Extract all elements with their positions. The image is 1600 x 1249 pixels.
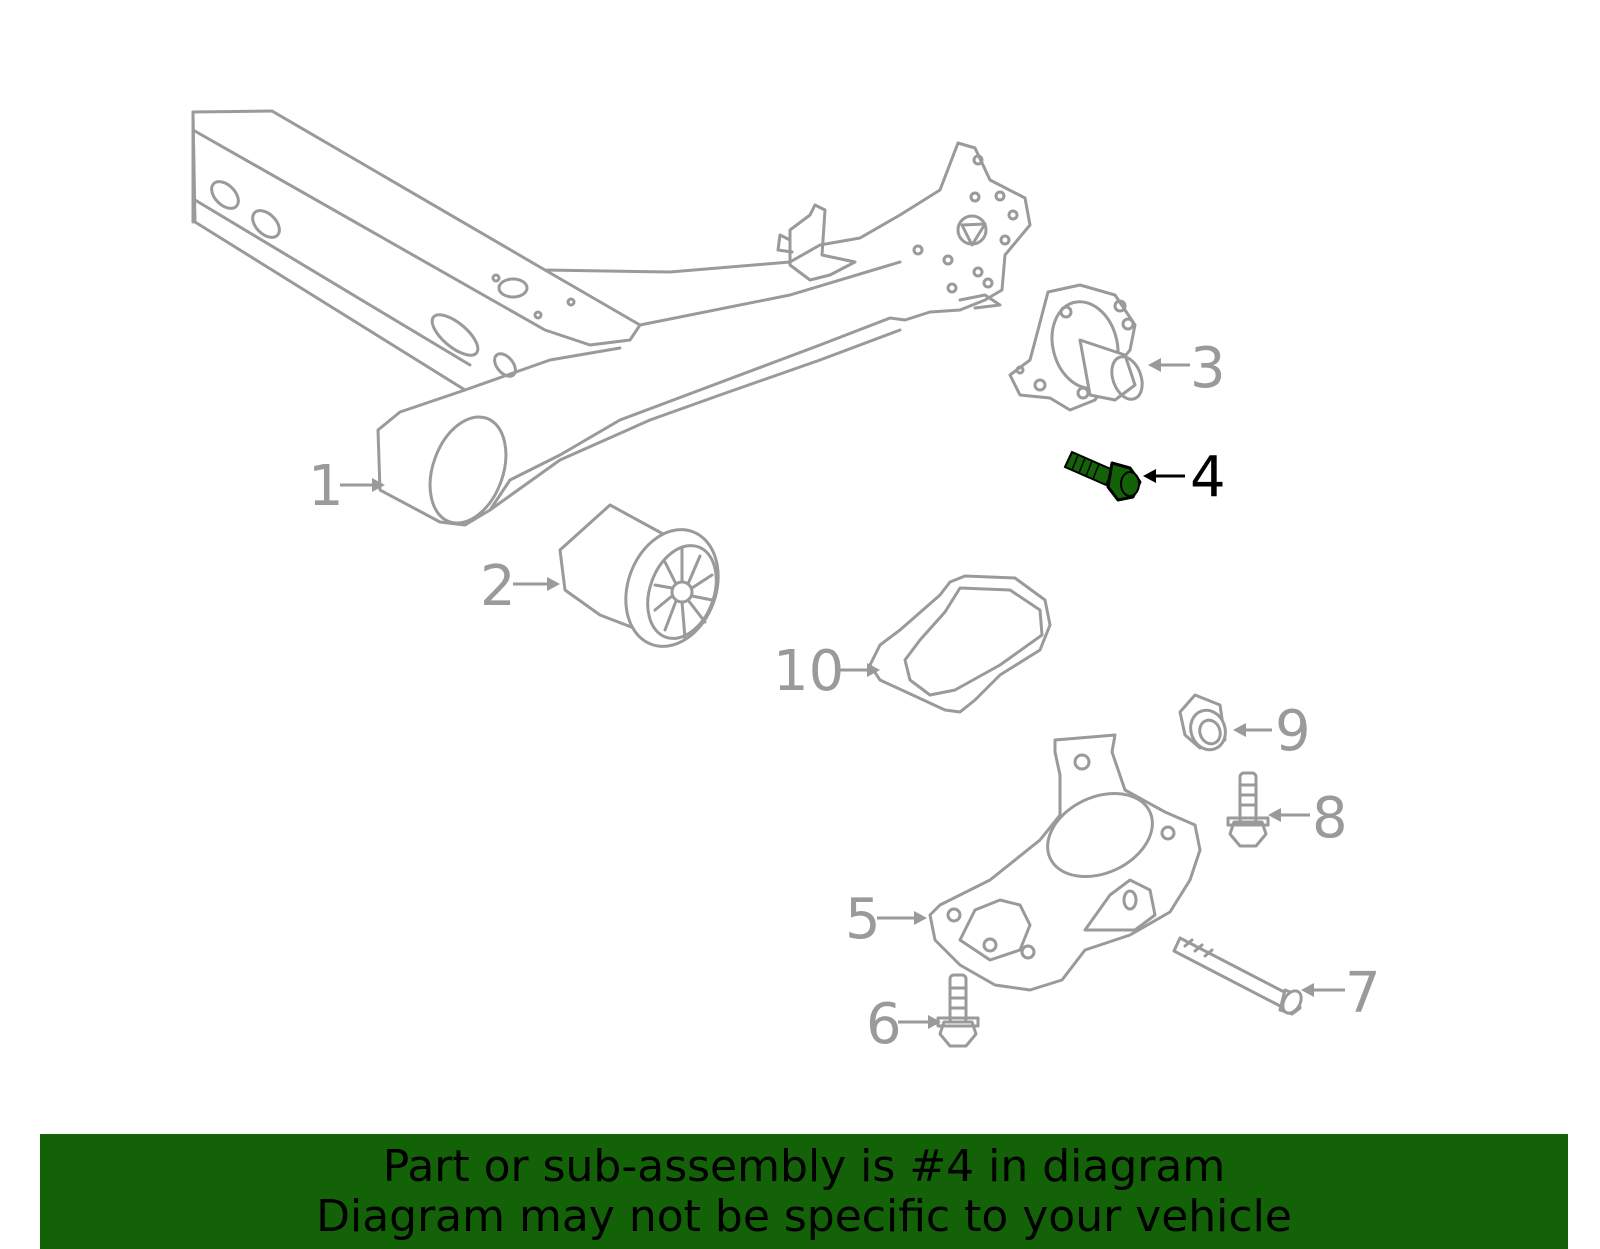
callout-6: 6 xyxy=(866,992,902,1057)
banner-line-1: Part or sub-assembly is #4 in diagram xyxy=(382,1141,1226,1192)
info-banner: Part or sub-assembly is #4 in diagram Di… xyxy=(40,1134,1568,1249)
part-2-bushing[interactable] xyxy=(558,503,734,659)
callout-1: 1 xyxy=(308,454,344,519)
callout-arrows xyxy=(340,358,1345,1029)
part-1-axle-beam[interactable] xyxy=(191,109,1032,534)
part-7-long-bolt[interactable] xyxy=(1172,936,1305,1016)
part-4-bolt[interactable] xyxy=(1063,450,1142,502)
callout-7: 7 xyxy=(1345,961,1381,1026)
callout-3: 3 xyxy=(1190,336,1226,401)
part-10-pad[interactable] xyxy=(868,574,1052,714)
banner-line-2: Diagram may not be specific to your vehi… xyxy=(316,1191,1292,1242)
callout-10: 10 xyxy=(773,639,844,704)
part-6-bolt[interactable] xyxy=(936,973,980,1048)
part-9-small-bushing[interactable] xyxy=(1178,693,1231,755)
parts-diagram: 1 2 3 4 5 6 7 8 9 10 xyxy=(191,109,1381,1057)
part-3-wheel-hub[interactable] xyxy=(1008,283,1148,412)
part-5-bracket[interactable] xyxy=(928,733,1202,992)
callout-4: 4 xyxy=(1190,445,1226,510)
callout-8: 8 xyxy=(1312,786,1348,851)
callout-9: 9 xyxy=(1275,699,1311,764)
callout-5: 5 xyxy=(845,887,881,952)
part-8-bolt[interactable] xyxy=(1226,771,1270,848)
callout-2: 2 xyxy=(480,554,516,619)
